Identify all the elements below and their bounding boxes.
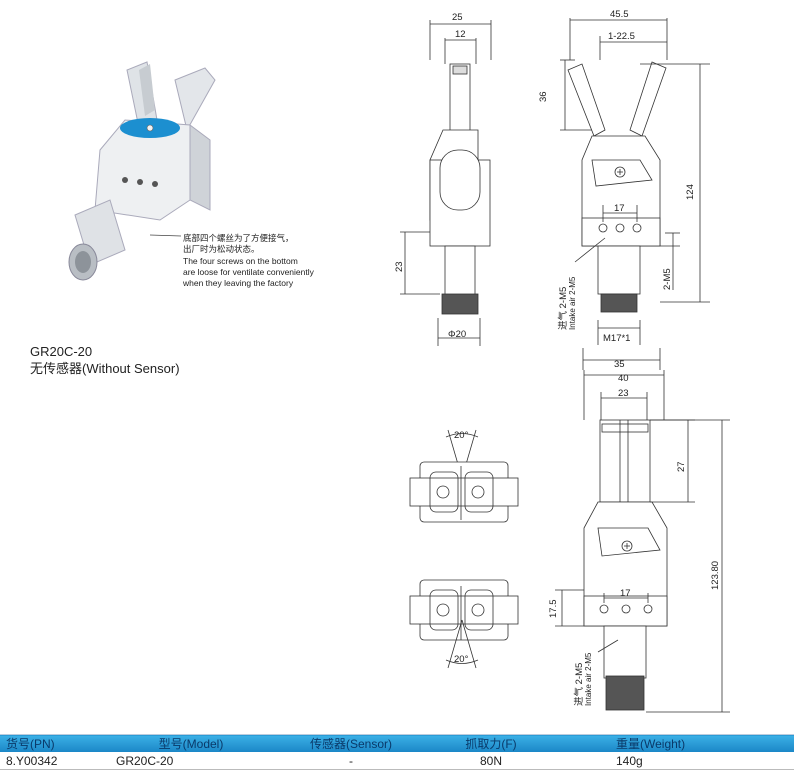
dim-front-width: 25 (452, 12, 463, 23)
cell-weight: 140g (546, 752, 794, 770)
dim-side-124: 124 (685, 184, 696, 200)
header-pn: 货号(PN) (0, 734, 116, 752)
top-views-drawing (409, 429, 519, 669)
cell-force: 80N (436, 752, 546, 770)
caption-en: The four screws on the bottom are loose … (183, 256, 314, 288)
table-row: 8.Y00342 GR20C-20 - 80N 140g (0, 752, 794, 770)
port-closed-en: Intake air 2-M5 (584, 652, 593, 706)
dim-closed-27: 27 (676, 461, 687, 472)
angle-top-view: 20° (454, 430, 469, 441)
header-force: 抓取力(F) (436, 734, 546, 752)
table-header-row: 货号(PN) 型号(Model) 传感器(Sensor) 抓取力(F) 重量(W… (0, 734, 794, 752)
front-view-drawing (400, 20, 492, 346)
dim-closed-17: 17 (620, 588, 631, 599)
port-side-right: 2-M5 (662, 268, 673, 290)
caption-cn: 底部四个螺丝为了方便接气， 出厂时为松动状态。 (183, 233, 294, 254)
dim-front-diameter: Φ20 (448, 329, 466, 340)
port-side-left-en: Intake air 2-M5 (568, 276, 577, 330)
dim-side-17: 17 (614, 203, 625, 214)
dim-side-36: 36 (538, 91, 549, 102)
technical-drawings: 25 12 23 Φ20 45.5 1-22.5 36 124 17 2-M5 … (394, 9, 730, 713)
dim-closed-23: 23 (618, 388, 629, 399)
side-view-drawing (560, 18, 710, 370)
cell-pn: 8.Y00342 (0, 752, 116, 770)
model-title: GR20C-20 (30, 344, 93, 359)
header-weight: 重量(Weight) (546, 734, 794, 752)
spec-table: 货号(PN) 型号(Model) 传感器(Sensor) 抓取力(F) 重量(W… (0, 734, 794, 770)
port-side-left-cn: 进气 2-M5 (557, 287, 569, 330)
dim-thread: M17*1 (603, 333, 630, 344)
dim-closed-123-80: 123.80 (710, 561, 721, 590)
header-model: 型号(Model) (116, 734, 266, 752)
dim-closed-40: 40 (618, 373, 629, 384)
dim-side-open: 1-22.5 (608, 31, 635, 42)
dim-side-width: 45.5 (610, 9, 629, 20)
closed-view-drawing (555, 370, 730, 713)
product-photo (68, 61, 216, 281)
dim-front-inner: 12 (455, 29, 466, 40)
dim-closed-17-5: 17.5 (548, 600, 559, 619)
cell-sensor: - (266, 752, 436, 770)
header-sensor: 传感器(Sensor) (266, 734, 436, 752)
angle-bottom-view: 20° (454, 654, 469, 665)
model-subtitle: 无传感器(Without Sensor) (30, 361, 180, 376)
port-closed-cn: 进气 2-M5 (573, 663, 585, 706)
cell-model: GR20C-20 (116, 752, 266, 770)
dim-front-height: 23 (394, 261, 405, 272)
dim-side-35: 35 (614, 359, 625, 370)
